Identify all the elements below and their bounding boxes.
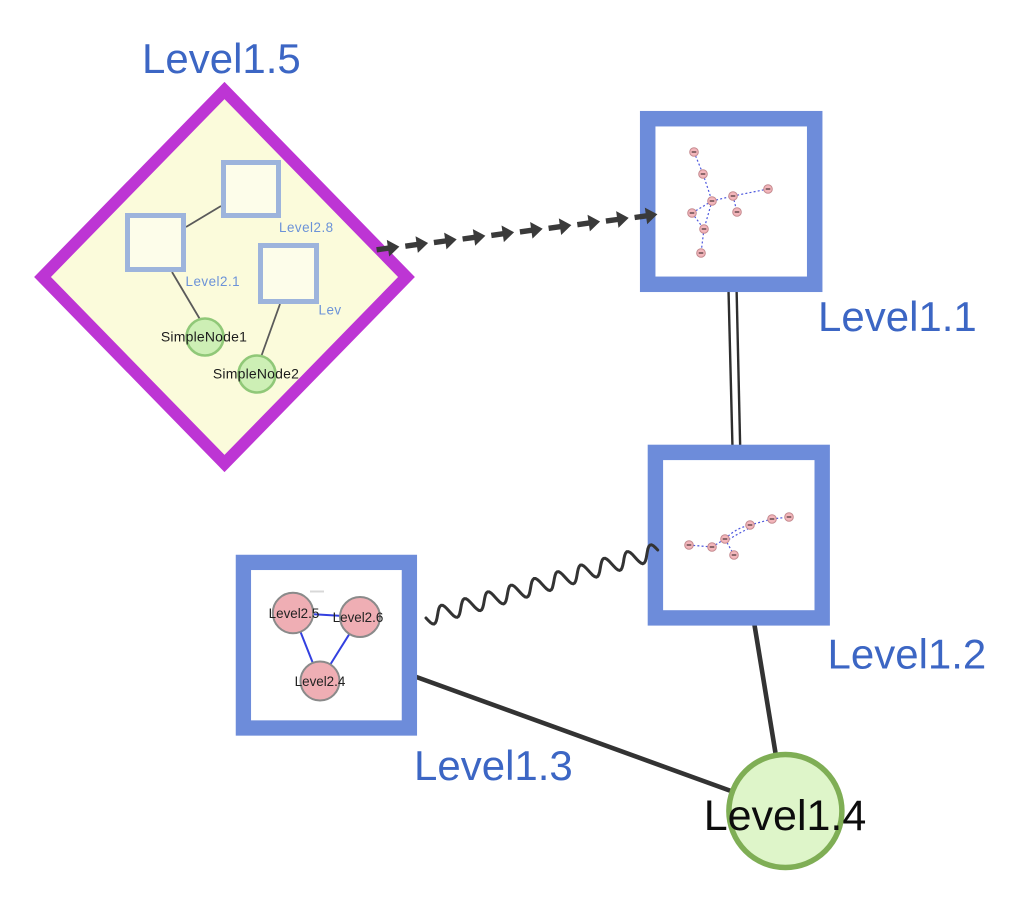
- svg-text:Level2.1: Level2.1: [186, 274, 241, 289]
- svg-text:Level1.2: Level1.2: [828, 631, 987, 678]
- svg-text:SimpleNode1: SimpleNode1: [161, 329, 247, 345]
- svg-text:Level2.5: Level2.5: [269, 606, 320, 621]
- svg-text:Level2.6: Level2.6: [333, 610, 384, 625]
- svg-text:SimpleNode2: SimpleNode2: [213, 366, 299, 382]
- svg-text:Level2.8: Level2.8: [279, 220, 334, 235]
- svg-text:Level1.5: Level1.5: [142, 35, 301, 82]
- svg-text:Level1.1: Level1.1: [818, 293, 977, 340]
- svg-text:Lev: Lev: [319, 303, 342, 318]
- svg-text:Level2.4: Level2.4: [295, 674, 346, 689]
- svg-text:Level1.3: Level1.3: [414, 742, 573, 789]
- svg-text:Level1.4: Level1.4: [704, 792, 867, 840]
